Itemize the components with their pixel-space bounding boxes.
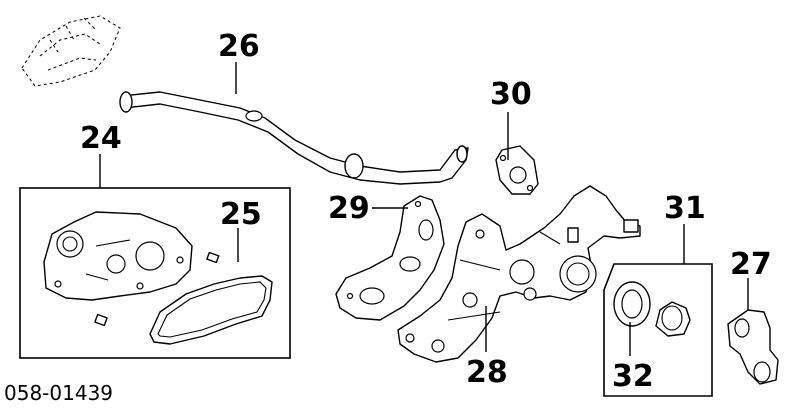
callout-30: 30 — [490, 77, 532, 112]
leader-lines — [99, 62, 749, 356]
callout-24: 24 — [80, 121, 122, 156]
callout-31: 31 — [664, 191, 706, 226]
water-pipe-part — [119, 91, 469, 185]
gasket-part-30 — [495, 145, 539, 195]
thermostat-kit-frame — [603, 263, 713, 397]
thermostat-part — [655, 301, 691, 337]
callout-27: 27 — [730, 247, 772, 282]
engine-block-fragment — [21, 15, 121, 87]
water-pump-part — [19, 187, 291, 359]
callout-29: 29 — [328, 191, 370, 226]
callout-26: 26 — [218, 29, 260, 64]
gasket-part-29 — [335, 195, 445, 321]
callout-32: 32 — [612, 359, 654, 394]
thermostat-seal-part — [613, 281, 651, 327]
callout-28: 28 — [466, 355, 508, 390]
housing-part-28 — [397, 185, 641, 363]
outlet-elbow-part — [727, 309, 779, 385]
callout-25: 25 — [220, 197, 262, 232]
document-id: 058-01439 — [4, 381, 113, 405]
o-ring-part — [149, 275, 273, 345]
